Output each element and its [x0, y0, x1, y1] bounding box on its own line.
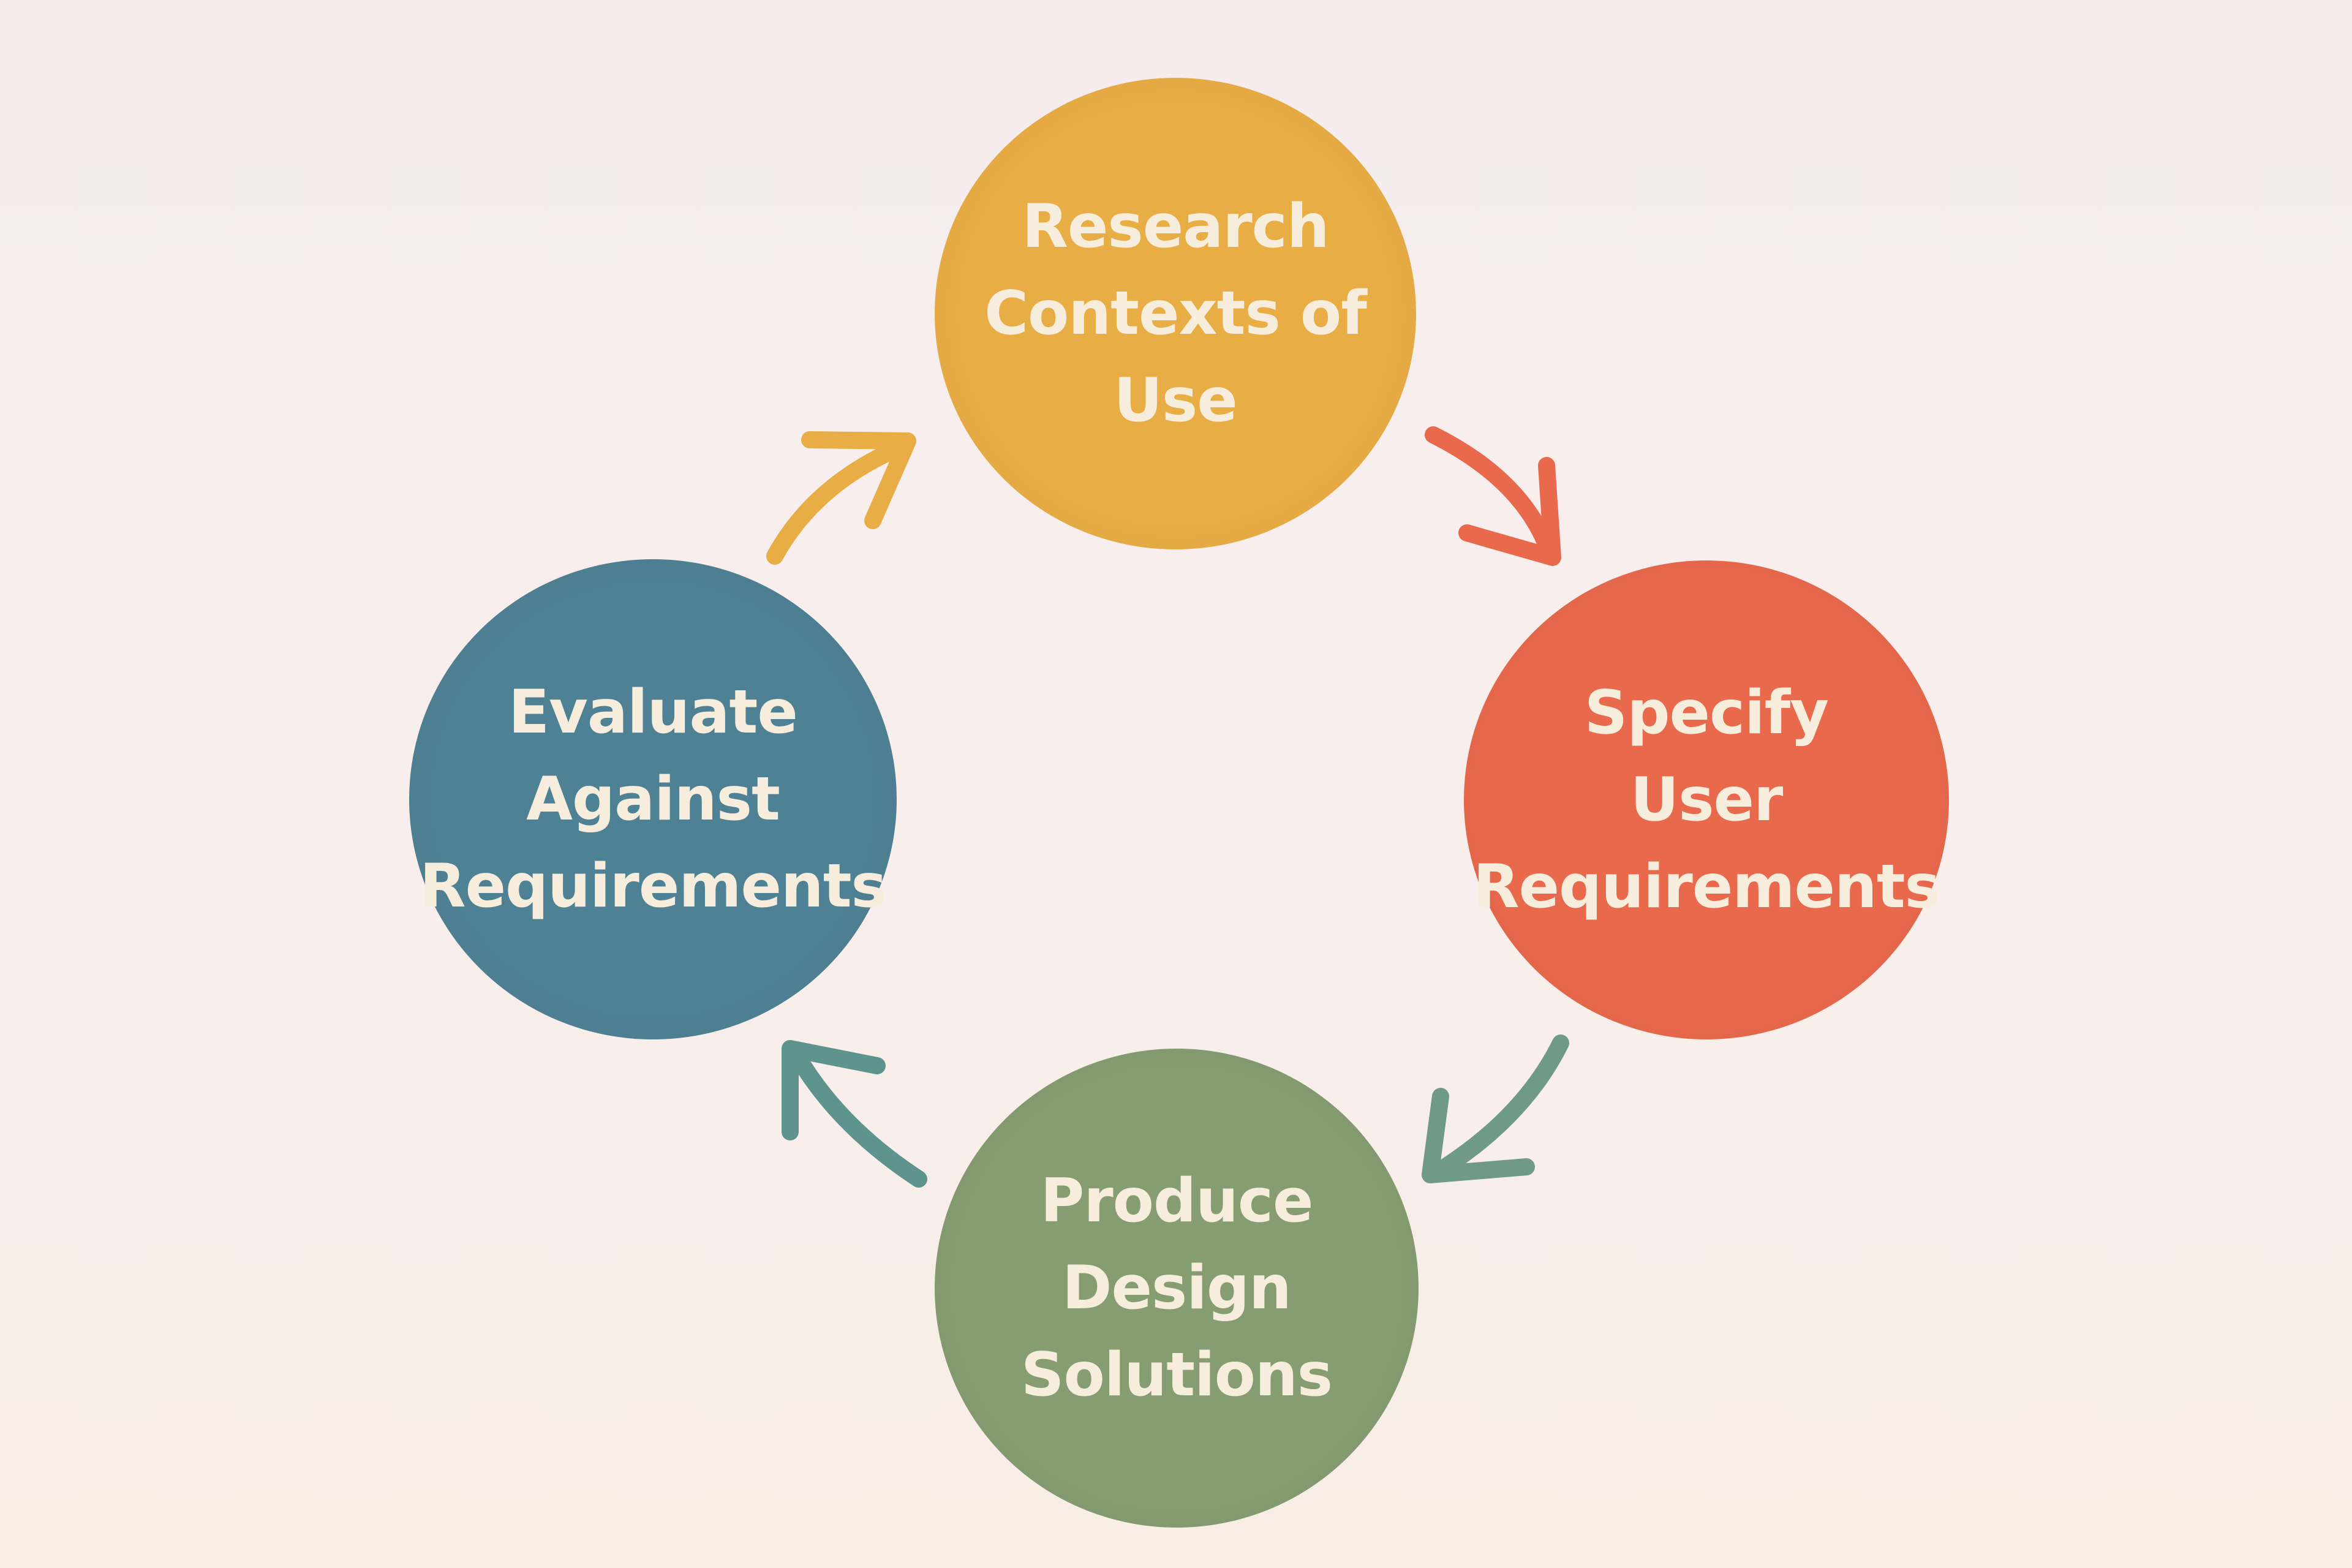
arrow-specify-to-produce [1422, 1035, 1569, 1183]
step-label-line: Requirements [1473, 852, 1940, 922]
step-label-line: Specify [1584, 678, 1829, 748]
step-specify-user-requirements: Specify User Requirements [1464, 560, 1949, 1039]
step-label: Evaluate Against Requirements [420, 669, 887, 930]
step-label-line: Design [1062, 1253, 1292, 1323]
step-produce-design-solutions: Produce Design Solutions [935, 1049, 1419, 1528]
step-research-contexts-of-use: Research Contexts of Use [935, 78, 1416, 549]
step-label: Specify User Requirements [1473, 669, 1940, 930]
step-label-line: Requirements [420, 851, 887, 921]
step-label-line: Use [1114, 366, 1237, 435]
arrow-produce-to-evaluate [782, 1040, 927, 1188]
step-evaluate-against-requirements: Evaluate Against Requirements [409, 559, 897, 1039]
step-label-line: User [1630, 765, 1784, 835]
arrow-research-to-specify [1425, 426, 1561, 566]
arrow-evaluate-to-research [766, 431, 916, 565]
step-label-line: Contexts of [984, 279, 1367, 349]
step-label: Research Contexts of Use [984, 183, 1367, 444]
step-label-line: Produce [1040, 1166, 1314, 1236]
step-label: Produce Design Solutions [1020, 1158, 1333, 1419]
step-label-line: Solutions [1020, 1340, 1333, 1410]
step-label-line: Against [526, 764, 780, 834]
step-label-line: Research [1022, 192, 1329, 262]
step-label-line: Evaluate [508, 677, 798, 747]
